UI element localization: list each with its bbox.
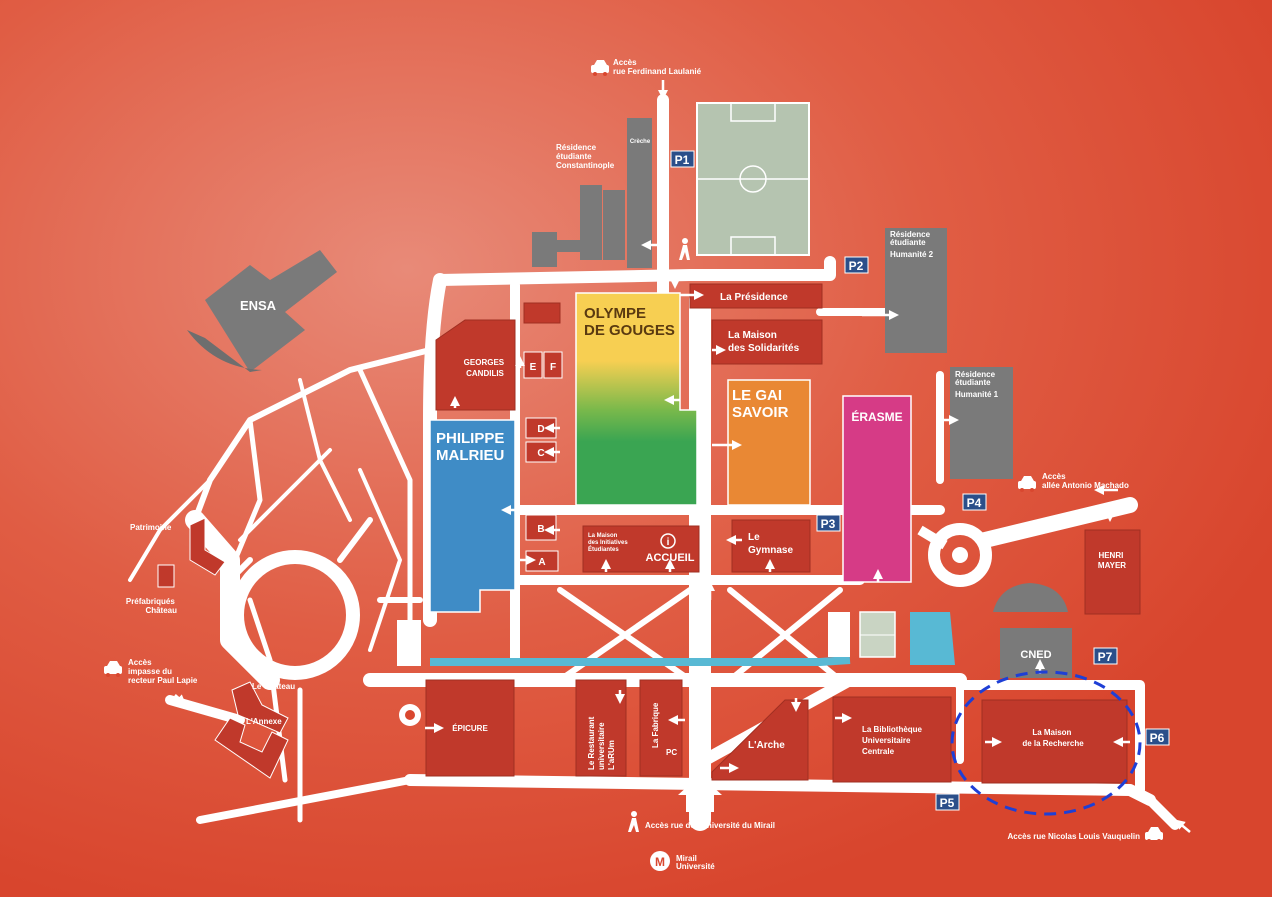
prefabriques-label: Préfabriqués Château — [126, 597, 177, 615]
gymnase-label: Le Gymnase — [748, 532, 793, 556]
access-laulanie-label: Accès rue Ferdinand Laulanié — [613, 58, 702, 76]
small-building — [523, 302, 561, 324]
arche-label: L'Arche — [748, 740, 785, 751]
philippe-malrieu-building: PHILIPPE MALRIEU — [429, 419, 516, 613]
parking-markers: P1 P2 P3 P4 P5 P6 P7 — [670, 150, 1170, 811]
patrimoine-label: Patrimoine — [130, 523, 172, 532]
access-vauquelin-label: Accès rue Nicolas Louis Vauquelin — [1008, 832, 1141, 841]
olympe-label: OLYMPE DE GOUGES — [584, 305, 675, 339]
initiatives-label: La Maison des Initiatives Étudiantes — [588, 533, 629, 553]
cned-label: CNED — [1020, 649, 1051, 661]
erasme-label: ÉRASME — [851, 409, 902, 424]
car-icon-machado — [1018, 476, 1036, 492]
pool — [910, 612, 955, 665]
epicure-label: ÉPICURE — [452, 724, 488, 733]
entrance-arrows — [174, 80, 1191, 833]
fabrique-building: La Fabrique PC — [639, 679, 683, 777]
car-icon-vauquelin — [1145, 827, 1163, 843]
creche-label: Crèche — [630, 139, 651, 145]
access-mirail-label: Accès rue de l'Université du Mirail — [645, 821, 775, 830]
roundabout — [917, 523, 992, 587]
car-icon-laulanie — [591, 60, 609, 76]
annexe-label: L'Annexe — [246, 717, 282, 726]
arche-building: L'Arche — [711, 699, 809, 781]
building-e-label: E — [530, 362, 537, 373]
humanite1-label: Résidence étudiante Humanité 1 — [955, 370, 999, 399]
gai-savoir-label: LE GAI SAVOIR — [732, 387, 789, 421]
erasme-building: ÉRASME — [842, 395, 912, 583]
candilis-label: GEORGES CANDILIS — [464, 358, 507, 378]
building-f-label: F — [550, 362, 556, 373]
building-b-label: B — [537, 524, 544, 535]
chateau-label: Le Château — [252, 682, 295, 691]
parking-p2: P2 — [849, 259, 864, 273]
presidence-building: La Présidence — [689, 283, 823, 309]
access-machado-label: Accès allée Antonio Machado — [1042, 472, 1129, 490]
parking-p6: P6 — [1150, 731, 1165, 745]
initiatives-building: La Maison des Initiatives Étudiantes i A… — [582, 525, 700, 573]
chateau-annexe-buildings — [214, 681, 289, 779]
sports-court — [859, 611, 896, 658]
stairs-west — [397, 620, 421, 666]
gymnase-building: Le Gymnase — [731, 519, 811, 573]
malrieu-label: PHILIPPE MALRIEU — [436, 430, 509, 464]
olympe-de-gouges-building: OLYMPE DE GOUGES — [575, 292, 698, 506]
solidarites-building: La Maison des Solidarités — [711, 319, 823, 365]
svg-text:i: i — [667, 537, 670, 548]
bibliotheque-label: La Bibliothèque Universitaire Centrale — [862, 725, 924, 756]
pedestrian-icon — [679, 238, 690, 260]
svg-text:M: M — [655, 855, 665, 869]
info-icon — [660, 533, 676, 549]
parking-p1: P1 — [675, 153, 690, 167]
mirail-logo: M Mirail Université — [650, 851, 715, 871]
football-pitch — [696, 102, 810, 256]
pedestrian-icon-mirail — [628, 811, 639, 832]
parking-p3: P3 — [821, 517, 836, 531]
ensa-label: ENSA — [240, 298, 277, 313]
accueil-label: ACCUEIL — [646, 552, 695, 564]
building-a-label: A — [538, 557, 545, 568]
presidence-label: La Présidence — [720, 292, 788, 303]
west-entrance — [399, 704, 421, 726]
ensa-building: ENSA — [187, 250, 337, 372]
humanite2-label: Résidence étudiante Humanité 2 — [890, 230, 934, 259]
canal — [430, 656, 851, 666]
access-lapie-label: Accès impasse du recteur Paul Lapie — [128, 658, 198, 685]
constantinople-label: Résidence étudiante Constantinople — [556, 143, 615, 170]
candilis-building: GEORGES CANDILIS — [435, 319, 516, 411]
parking-p4: P4 — [967, 496, 982, 510]
gai-savoir-building: LE GAI SAVOIR — [727, 379, 811, 506]
henri-mayer-label: HENRI MAYER — [1098, 551, 1126, 570]
parking-p5: P5 — [940, 796, 955, 810]
recherche-building: La Maison de la Recherche — [981, 699, 1128, 784]
patrimoine-building — [157, 517, 226, 588]
recherche-label: La Maison de la Recherche — [1022, 728, 1084, 748]
building-d-label: D — [537, 424, 544, 435]
building-c-label: C — [537, 448, 544, 459]
main-access-arrow — [678, 775, 722, 812]
pc-label: PC — [666, 748, 677, 757]
bibliotheque-building: La Bibliothèque Universitaire Centrale — [832, 696, 952, 783]
stairs — [828, 612, 850, 657]
logo-text: Mirail Université — [676, 854, 715, 871]
parking-p7: P7 — [1098, 650, 1113, 664]
fabrique-label: La Fabrique — [651, 702, 660, 748]
cned-building: CNED — [993, 583, 1072, 678]
solidarites-label: La Maison des Solidarités — [728, 330, 800, 354]
henri-mayer-building: HENRI MAYER — [1084, 529, 1141, 615]
highlight-circle — [950, 670, 1142, 816]
humanite1-building — [950, 367, 1013, 479]
restaurant-building: Le Restaurant universitaire L'aRUm — [575, 679, 627, 777]
humanite2-building — [885, 228, 947, 353]
car-icon-lapie — [104, 661, 122, 677]
restaurant-label: Le Restaurant universitaire L'aRUm — [587, 714, 616, 770]
